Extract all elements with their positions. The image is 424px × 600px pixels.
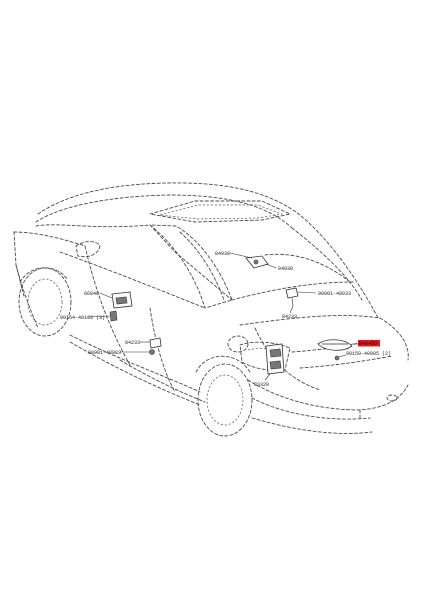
label-84233-side: 84233: [125, 340, 140, 346]
switch-83320: [265, 343, 285, 375]
door-module-66040: [111, 291, 133, 309]
rear-emblem-84040: [317, 339, 353, 351]
roof-part-84930: [245, 255, 269, 269]
clip-90901-48033: [285, 287, 299, 307]
part-labels: 84930 84030 90901-48033 84233 84040D 901…: [60, 251, 391, 388]
car-outline: [13, 182, 409, 437]
label-66040: 66040: [84, 291, 99, 297]
door-switch-84233: [149, 337, 162, 349]
label-84233-top: 84233: [282, 314, 297, 320]
label-84930: 84930: [215, 251, 230, 257]
label-90164-40103: 90164-40103 (3): [60, 315, 105, 321]
label-84030: 84030: [278, 266, 293, 272]
label-90159-40085: 90159-40085 (2): [346, 351, 391, 357]
label-83320: 83320: [254, 382, 269, 388]
label-90901-48033: 90901-48033: [318, 291, 351, 297]
leader-lines: [87, 252, 358, 381]
screw-90159-40085: [334, 355, 340, 361]
screw-90164-40103: [109, 310, 118, 322]
label-90901-48003: 90901-48003: [88, 350, 121, 356]
label-84040-highlight: [358, 340, 380, 347]
label-84040: 84040D: [359, 341, 377, 347]
clip-90901-48003: [149, 349, 155, 355]
